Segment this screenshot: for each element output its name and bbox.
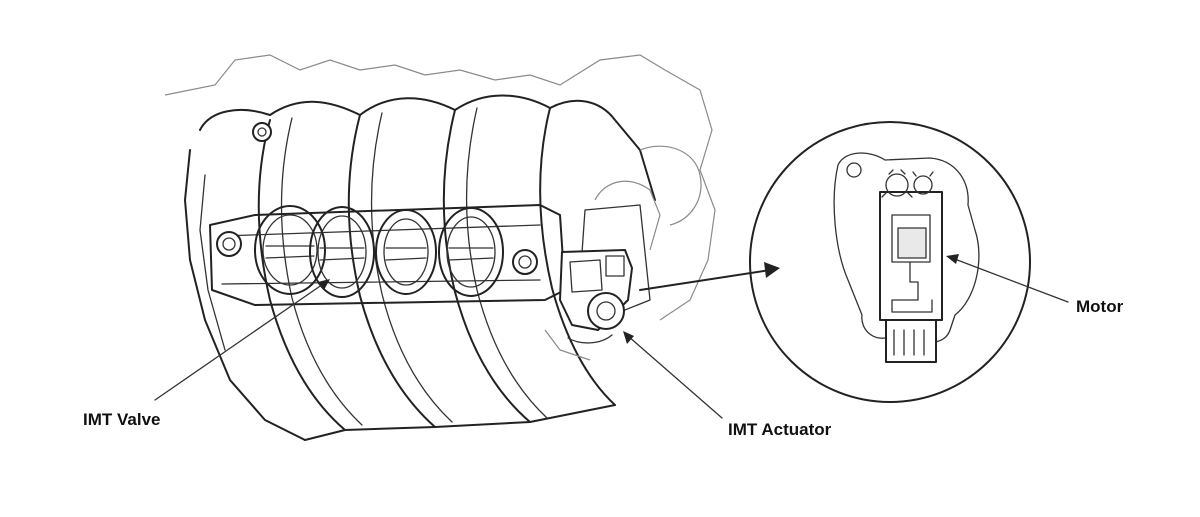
imt-actuator-label: IMT Actuator xyxy=(728,420,832,439)
motor-label: Motor xyxy=(1076,297,1124,316)
detail-pointer-arrow xyxy=(639,269,771,291)
intake-port-2 xyxy=(309,206,375,298)
callout-labels: IMT Valve IMT Actuator Motor xyxy=(83,297,1124,439)
intake-port-3 xyxy=(375,209,437,295)
intake-port-4 xyxy=(438,207,504,297)
leader-lines xyxy=(154,254,1069,419)
imt-actuator-illustration xyxy=(544,249,633,361)
motor-arrowhead xyxy=(946,254,959,264)
motor-leader xyxy=(951,257,1069,303)
imt-valve-leader xyxy=(154,281,327,401)
gear-icon xyxy=(881,169,934,198)
intake-port-1 xyxy=(254,205,326,295)
imt-valve-label: IMT Valve xyxy=(83,410,160,429)
intake-manifold-illustration xyxy=(164,54,716,441)
imt-valve-arrowhead xyxy=(318,279,330,290)
motor-detail-callout xyxy=(749,121,1031,403)
imt-actuator-arrowhead xyxy=(623,331,634,344)
detail-pointer-arrowhead xyxy=(764,262,780,278)
imt-actuator-leader xyxy=(627,335,723,419)
